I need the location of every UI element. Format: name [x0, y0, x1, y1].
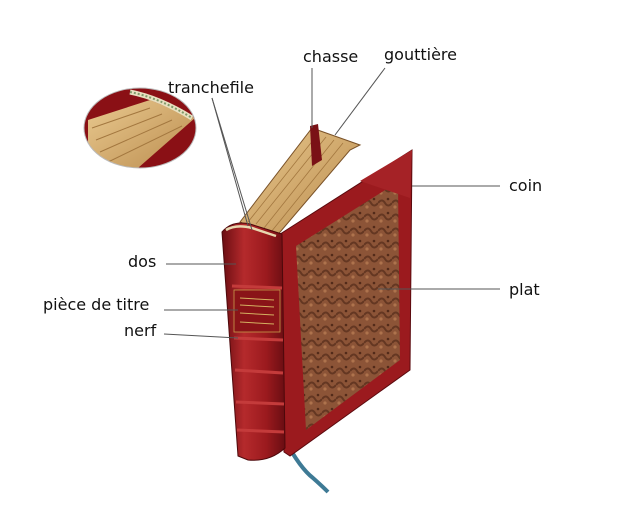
marbled-panel — [296, 182, 400, 430]
title-gilt-lines — [239, 297, 275, 325]
label-tranchefile: tranchefile — [168, 78, 254, 97]
raised-bands — [231, 284, 285, 434]
leader-nerf — [163, 333, 239, 339]
spine-dos — [221, 222, 286, 461]
label-coin: coin — [509, 176, 543, 195]
label-chasse: chasse — [303, 47, 359, 66]
leader-lines — [163, 67, 500, 339]
ribbon-bookmark — [283, 439, 330, 494]
label-nerf: nerf — [124, 321, 157, 340]
title-piece — [233, 289, 281, 333]
page-lines — [247, 133, 344, 233]
label-plat: plat — [509, 280, 540, 299]
headband — [225, 225, 277, 238]
back-board — [310, 124, 322, 166]
corner-coin — [360, 150, 412, 198]
label-gouttiere: gouttière — [384, 45, 457, 64]
label-dos: dos — [128, 252, 157, 271]
label-piece-de-titre: pièce de titre — [43, 295, 150, 314]
leader-tranchefile-2 — [211, 97, 253, 231]
leader-gouttiere — [334, 67, 386, 136]
tranchefile-detail-inset — [84, 88, 196, 168]
